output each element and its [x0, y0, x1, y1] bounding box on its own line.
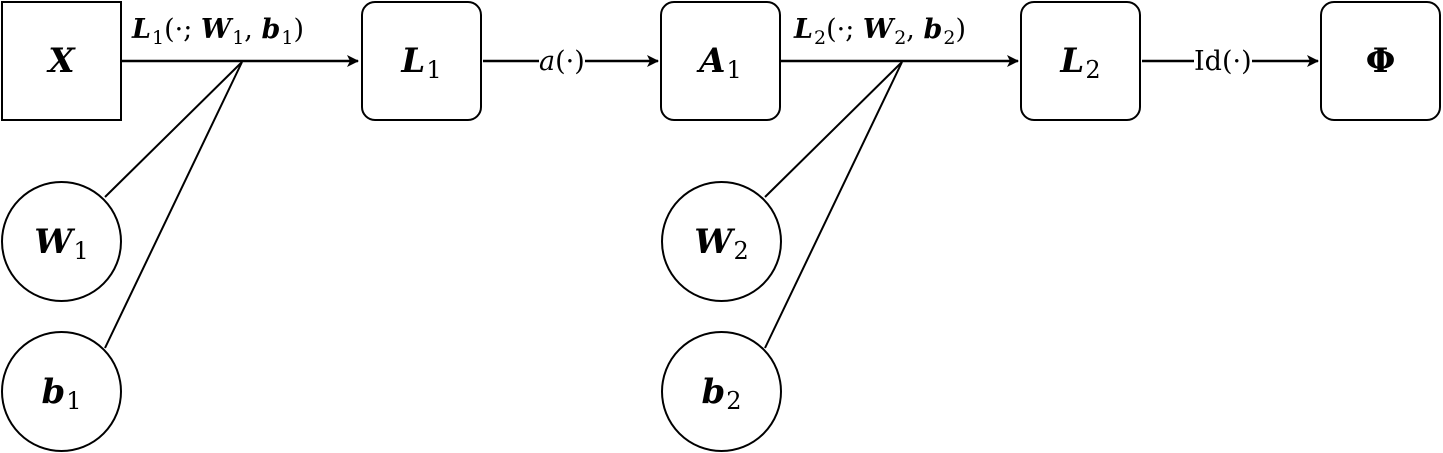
bias-node-b1-subscript: 1 — [66, 386, 82, 415]
edge-label-layer2-w-sub: 2 — [894, 27, 907, 49]
activation-node-a1-subscript: 1 — [726, 56, 742, 84]
bias-node-b1-label: b — [41, 371, 66, 412]
edge-label-identity: Id(·) — [1194, 48, 1252, 75]
edge-label-layer2-w: W — [862, 14, 894, 45]
connector-b1 — [104, 61, 243, 349]
connector-w2 — [764, 61, 903, 198]
activation-node-a1-label: A — [699, 41, 726, 81]
weight-node-w1-subscript: 1 — [73, 236, 89, 265]
edge-label-layer2-b: b — [923, 14, 943, 45]
input-node-x-label: X — [48, 41, 75, 81]
edge-label-activation-arg: (·) — [555, 46, 585, 77]
output-node-phi-label: Φ — [1365, 41, 1396, 81]
edge-label-identity-arg: (·) — [1221, 46, 1252, 77]
edge-label-layer1-open: (·; — [164, 14, 201, 45]
edge-label-layer2: L2(·; W2, b2) — [794, 14, 966, 48]
edge-label-layer1-close: ) — [293, 14, 304, 45]
weight-node-w2-label: W — [694, 221, 733, 262]
connector-b2 — [764, 61, 903, 349]
edge-label-layer1-fn-sub: 1 — [151, 27, 165, 49]
bias-node-b2-subscript: 2 — [726, 386, 742, 415]
edge-label-layer2-close: ) — [955, 14, 966, 45]
edge-label-layer1: L1(·; W1, b1) — [132, 14, 304, 48]
edge-label-identity-fn: Id — [1194, 46, 1222, 77]
connector-w1 — [104, 61, 243, 198]
edge-label-layer2-fn: L — [794, 14, 813, 45]
edge-label-layer1-b: b — [261, 14, 281, 45]
layer-node-l1-label: L — [401, 41, 426, 81]
edge-label-activation: a(·) — [539, 48, 585, 75]
edge-label-layer2-fn-sub: 2 — [813, 27, 827, 49]
edge-label-activation-fn: a — [539, 46, 556, 77]
layer-node-l2-subscript: 2 — [1085, 56, 1101, 84]
output-node-phi: Φ — [1320, 1, 1441, 121]
edge-label-layer1-w-sub: 1 — [232, 27, 245, 49]
input-node-x: X — [1, 1, 122, 121]
edge-label-layer2-comma: , — [906, 14, 924, 45]
edge-label-layer2-b-sub: 2 — [943, 27, 956, 49]
weight-node-w1-label: W — [34, 221, 73, 262]
weight-node-w2-subscript: 2 — [733, 236, 749, 265]
edge-label-layer2-open: (·; — [826, 14, 863, 45]
layer-node-l2-label: L — [1060, 41, 1085, 81]
edge-label-layer1-fn: L — [132, 14, 151, 45]
edge-label-layer1-comma: , — [244, 14, 262, 45]
edge-label-layer1-w: W — [200, 14, 232, 45]
bias-node-b2-label: b — [701, 371, 726, 412]
edge-label-layer1-b-sub: 1 — [281, 27, 294, 49]
layer-node-l1-subscript: 1 — [426, 56, 442, 84]
